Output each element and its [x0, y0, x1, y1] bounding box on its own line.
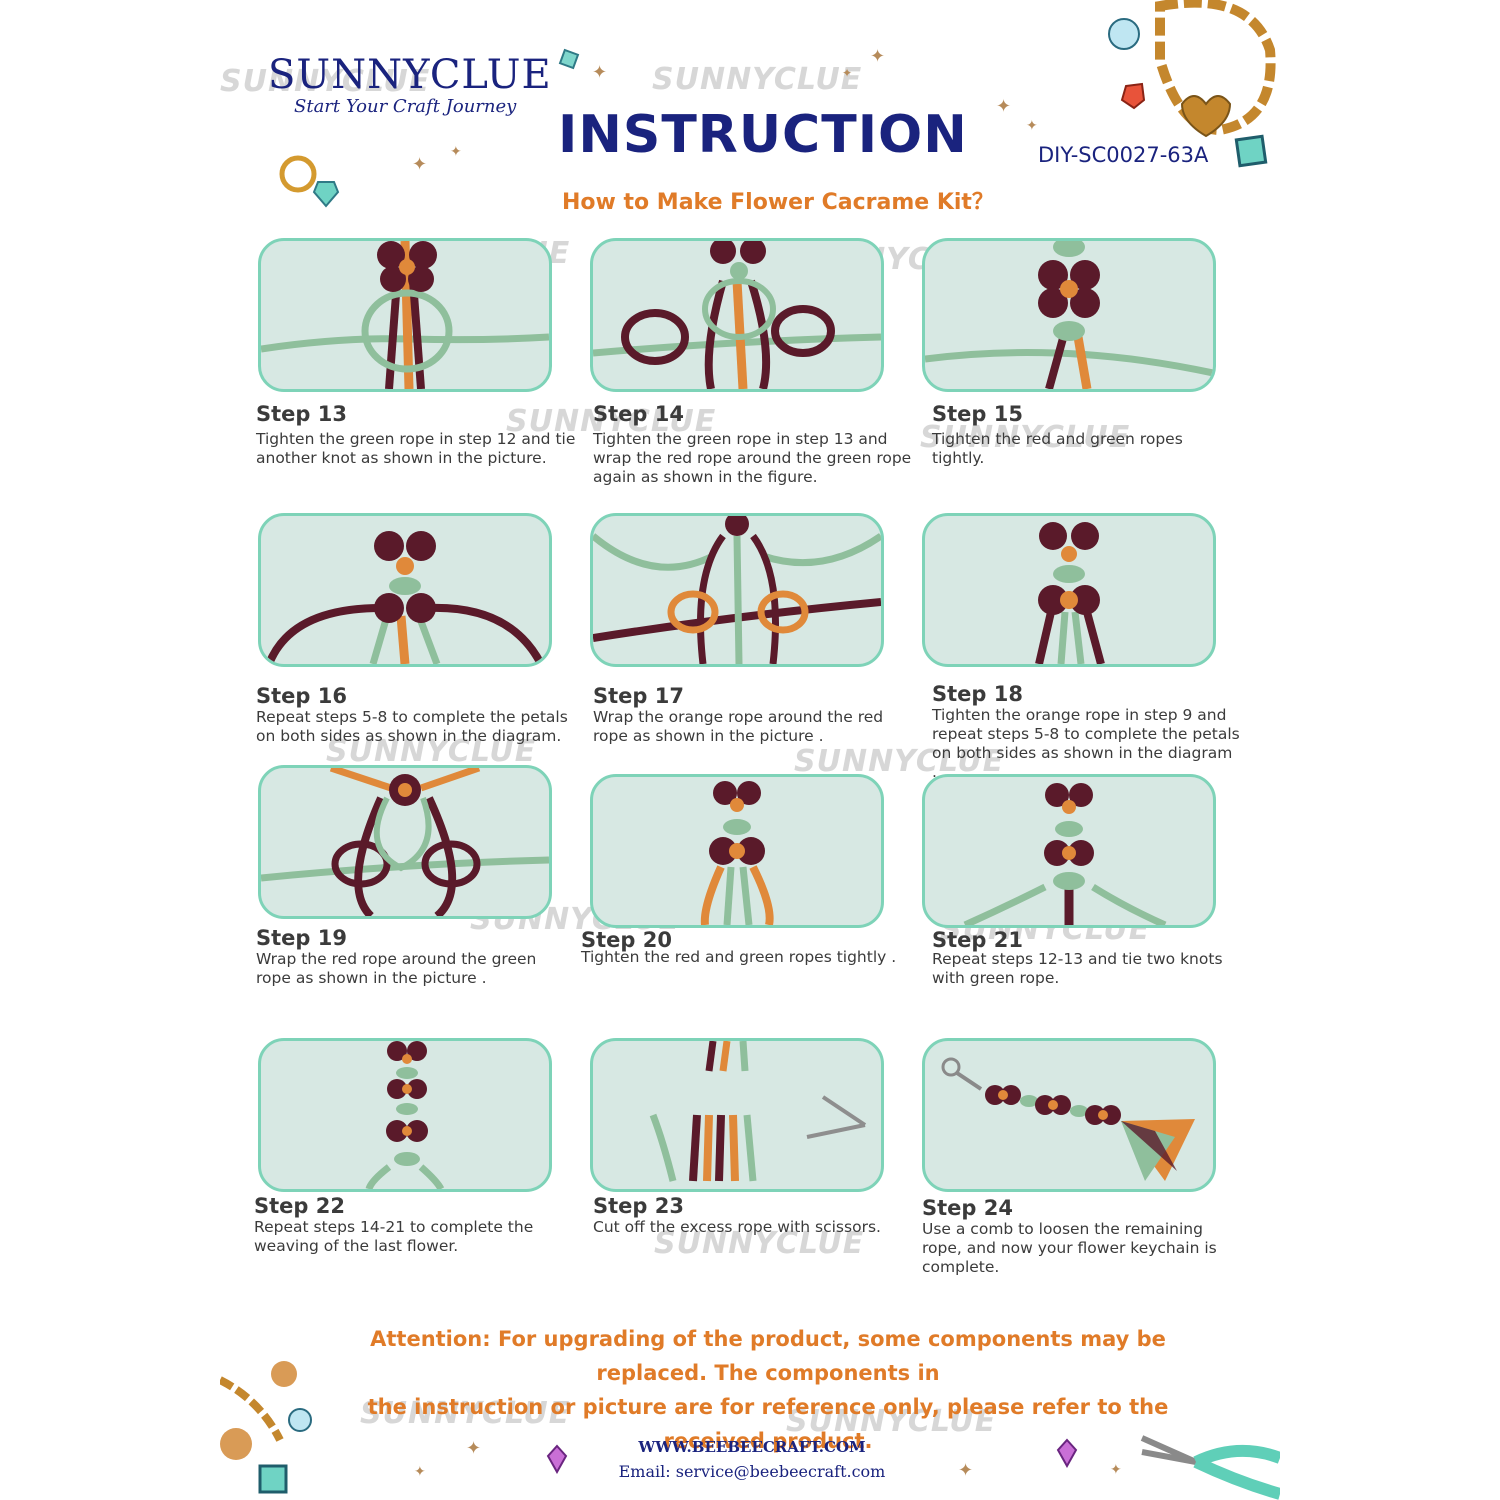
step-14-text: Tighten the green rope in step 13 and wr…: [593, 430, 912, 486]
step-18-title: Step 18: [932, 682, 1023, 706]
step-20-title: Step 20: [581, 928, 672, 952]
sparkle-icon: ✦: [842, 66, 853, 80]
diamond-ring-icon: [279, 155, 340, 208]
step-18-photo: [922, 513, 1216, 667]
footer-website: WWW.BEEBEECRAFT.COM: [638, 1438, 866, 1456]
step-24-photo: [922, 1038, 1216, 1192]
watermark: SUNNYCLUE: [920, 420, 1131, 455]
step-13-photo: [258, 238, 552, 392]
watermark: SUNNYCLUE: [652, 62, 863, 97]
sparkle-icon: ✦: [414, 1464, 426, 1480]
sparkle-icon: ✦: [592, 62, 608, 83]
brand-logo: SUNNYCLUE: [268, 52, 552, 98]
step-23-text: Cut off the excess rope with scissors.: [593, 1218, 881, 1236]
step-19-text: Wrap the red rope around the green rope …: [256, 950, 537, 987]
step-14-title: Step 14: [593, 402, 684, 426]
page-subtitle: How to Make Flower Cacrame Kit？: [562, 190, 994, 215]
bracelet-icon: [1108, 0, 1276, 168]
sparkle-icon: ✦: [412, 154, 428, 175]
watermark: SUNNYCLUE: [360, 1396, 571, 1431]
watermark: SUNNYCLUE: [220, 64, 431, 99]
step-23-title: Step 23: [593, 1194, 684, 1218]
sparkle-icon: ✦: [466, 1438, 482, 1459]
step-24-title: Step 24: [922, 1196, 1013, 1220]
step-22-photo: [258, 1038, 552, 1192]
sparkle-icon: ✦: [1110, 1462, 1122, 1478]
step-13-title: Step 13: [256, 402, 347, 426]
footer-email: Email: service@beebeecraft.com: [618, 1462, 886, 1481]
step-14-photo: [590, 238, 884, 392]
step-15-title: Step 15: [932, 402, 1023, 426]
watermark: SUNNYCLUE: [786, 1404, 997, 1439]
sparkle-icon: ✦: [450, 144, 462, 160]
sparkle-icon: ✦: [996, 96, 1012, 117]
sparkle-icon: ✦: [958, 1460, 974, 1481]
step-20-text: Tighten the red and green ropes tightly …: [581, 948, 897, 966]
gem-icon: [1056, 1438, 1078, 1468]
sparkle-icon: ✦: [870, 46, 886, 67]
step-15-photo: [922, 238, 1216, 392]
watermark: SUNNYCLUE: [794, 744, 1005, 779]
step-23-photo: [590, 1038, 884, 1192]
gem-icon: [546, 1444, 568, 1474]
page-title: INSTRUCTION: [558, 105, 968, 165]
step-15-text: Tighten the red and green ropes tightly.: [932, 430, 1183, 467]
pliers-icon: [1140, 1435, 1280, 1500]
step-17-text: Wrap the orange rope around the red rope…: [593, 708, 884, 745]
step-16-title: Step 16: [256, 684, 347, 708]
brand-tagline: Start Your Craft Journey: [294, 96, 517, 117]
bracelet-icon: [220, 1361, 312, 1494]
watermark: SUNNYCLUE: [506, 404, 717, 439]
step-21-photo: [922, 774, 1216, 928]
attention-note: Attention: For upgrading of the product,…: [328, 1322, 1208, 1458]
step-21-text: Repeat steps 12-13 and tie two knots wit…: [932, 950, 1223, 987]
watermark: SUNNYCLUE: [326, 734, 537, 769]
step-19-title: Step 19: [256, 926, 347, 950]
step-21-title: Step 21: [932, 928, 1023, 952]
attention-line-1: Attention: For upgrading of the product,…: [370, 1327, 1166, 1385]
step-20-photo: [590, 774, 884, 928]
step-16-photo: [258, 513, 552, 667]
attention-line-2: the instruction or picture are for refer…: [367, 1395, 1169, 1453]
step-17-title: Step 17: [593, 684, 684, 708]
step-17-photo: [590, 513, 884, 667]
step-16-text: Repeat steps 5-8 to complete the petals …: [256, 708, 568, 745]
product-code: DIY-SC0027-63A: [1038, 143, 1209, 167]
step-18-text: Tighten the orange rope in step 9 and re…: [932, 706, 1240, 781]
gem-icon: [558, 48, 580, 70]
step-24-text: Use a comb to loosen the remaining rope,…: [922, 1220, 1217, 1276]
step-19-photo: [258, 765, 552, 919]
step-22-text: Repeat steps 14-21 to complete the weavi…: [254, 1218, 534, 1255]
step-22-title: Step 22: [254, 1194, 345, 1218]
step-13-text: Tighten the green rope in step 12 and ti…: [256, 430, 576, 467]
watermark: SUNNYCLUE: [654, 1226, 865, 1261]
sparkle-icon: ✦: [1026, 118, 1038, 134]
